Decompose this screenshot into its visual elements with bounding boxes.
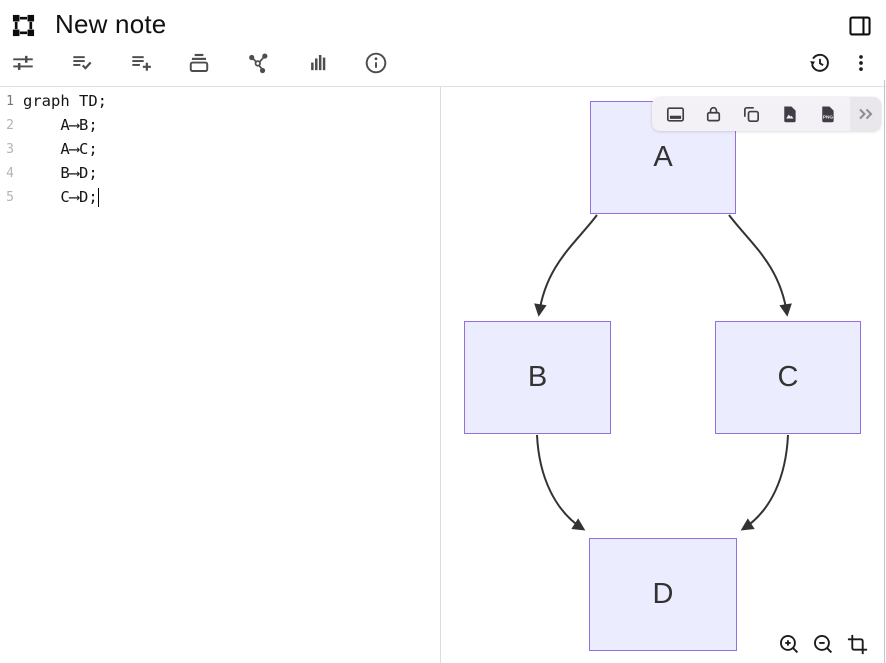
diagram-node-c[interactable]: C [715,321,861,434]
canvas-right-edge [884,80,885,663]
line-number: 4 [6,165,14,181]
diagram-node-d[interactable]: D [589,538,737,651]
svg-text:PNG: PNG [822,114,833,120]
edge-b-d [536,434,586,531]
code-line: 3 A⟶C; [0,137,438,161]
chevrons-right-icon[interactable] [850,97,881,131]
graph-nodes-icon[interactable] [245,50,271,76]
edge-a-c [728,214,792,317]
list-check-icon[interactable] [69,50,95,76]
zoom-out-icon[interactable] [811,632,836,657]
archive-icon[interactable] [186,50,212,76]
node-label: D [652,578,674,610]
kebab-menu-icon[interactable] [848,50,874,76]
code-line: 1 graph TD; [0,89,438,113]
header-divider [0,86,886,87]
diagram-toolbar: PNG [652,97,881,131]
zoom-in-icon[interactable] [777,632,802,657]
code-line: 5 C⟶D; [0,185,438,209]
panel-divider[interactable] [440,87,441,663]
code-text[interactable]: C⟶D; [23,188,98,206]
line-number: 5 [6,189,14,205]
code-line: 4 B⟶D; [0,161,438,185]
app-logo-icon [10,12,37,39]
bar-chart-icon[interactable] [305,50,331,76]
node-label: A [653,141,673,173]
note-title[interactable]: New note [55,9,167,39]
line-number: 3 [6,141,14,157]
info-icon[interactable] [363,50,389,76]
code-text[interactable]: graph TD; [23,92,107,110]
line-number: 2 [6,117,14,133]
node-label: B [527,361,548,393]
text-cursor [97,187,100,207]
code-text[interactable]: B⟶D; [23,164,98,182]
code-line: 2 A⟶B; [0,113,438,137]
diagram-node-b[interactable]: B [464,321,611,434]
lock-icon[interactable] [694,97,732,131]
export-png-icon[interactable]: PNG [808,97,846,131]
export-image-icon[interactable] [770,97,808,131]
history-icon[interactable] [807,50,833,76]
bottom-panel-icon[interactable] [656,97,694,131]
crop-fit-icon[interactable] [845,632,870,657]
sidebar-right-icon[interactable] [847,13,873,39]
copy-icon[interactable] [732,97,770,131]
line-number: 1 [6,93,14,109]
code-editor[interactable]: 1 graph TD; 2 A⟶B; 3 A⟶C; 4 B⟶D; 5 C⟶D; [0,89,438,209]
tune-sliders-icon[interactable] [10,50,36,76]
edge-a-b [534,214,598,317]
code-text[interactable]: A⟶C; [23,140,98,158]
node-label: C [777,361,799,393]
edge-c-d [740,434,789,531]
code-text[interactable]: A⟶B; [23,116,98,134]
list-add-icon[interactable] [128,50,154,76]
